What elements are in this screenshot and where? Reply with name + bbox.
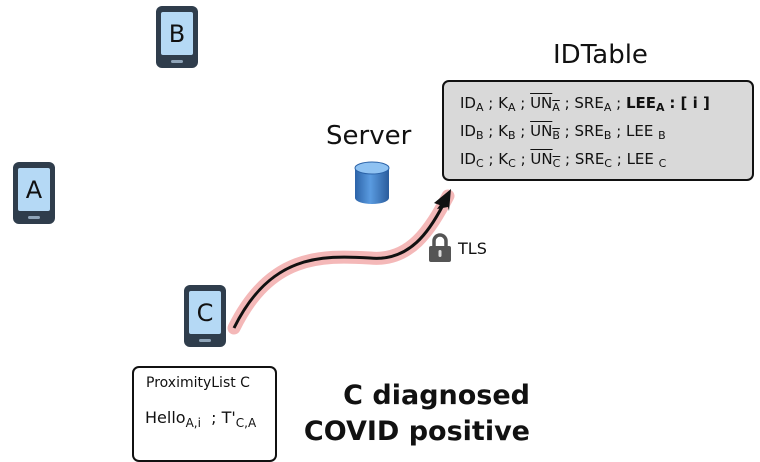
phone-a-letter: A [26, 176, 43, 204]
lock-icon [429, 233, 451, 262]
lee-index: : [ i ] [669, 94, 710, 112]
phone-c: C [183, 284, 227, 352]
phone-b: B [155, 5, 199, 73]
tls-label: TLS [458, 239, 487, 258]
phone-b-letter: B [169, 20, 185, 48]
server-label: Server [326, 121, 412, 151]
phone-b-icon: B [156, 6, 198, 68]
idtable-row-c: IDC ; KC ; UNC ; SREC ; LEE C [460, 150, 667, 170]
idtable-box: IDA ; KA ; UNA ; SREA ; LEEA : [ i ] IDB… [442, 80, 754, 181]
phone-a-icon: A [13, 162, 55, 224]
idtable-title: IDTable [553, 40, 648, 70]
phone-a: A [12, 161, 56, 229]
status-diagnosed: C diagnosed [343, 380, 530, 411]
upload-arrow-glow [227, 189, 455, 335]
phone-c-letter: C [197, 299, 214, 327]
database-icon [354, 161, 390, 204]
idtable-row-b: IDB ; KB ; UNB ; SREB ; LEE B [460, 122, 666, 142]
proximity-list-box: ProximityList C HelloA,i ; T'C,A [132, 366, 277, 462]
proximity-list-title: ProximityList C [146, 375, 250, 391]
idtable-row-a: IDA ; KA ; UNA ; SREA ; LEEA : [ i ] [460, 94, 710, 114]
phone-c-icon: C [184, 285, 226, 347]
proximity-list-entry: HelloA,i ; T'C,A [145, 408, 257, 430]
status-covid-positive: COVID positive [303, 416, 530, 447]
upload-arrow-line [232, 204, 445, 329]
